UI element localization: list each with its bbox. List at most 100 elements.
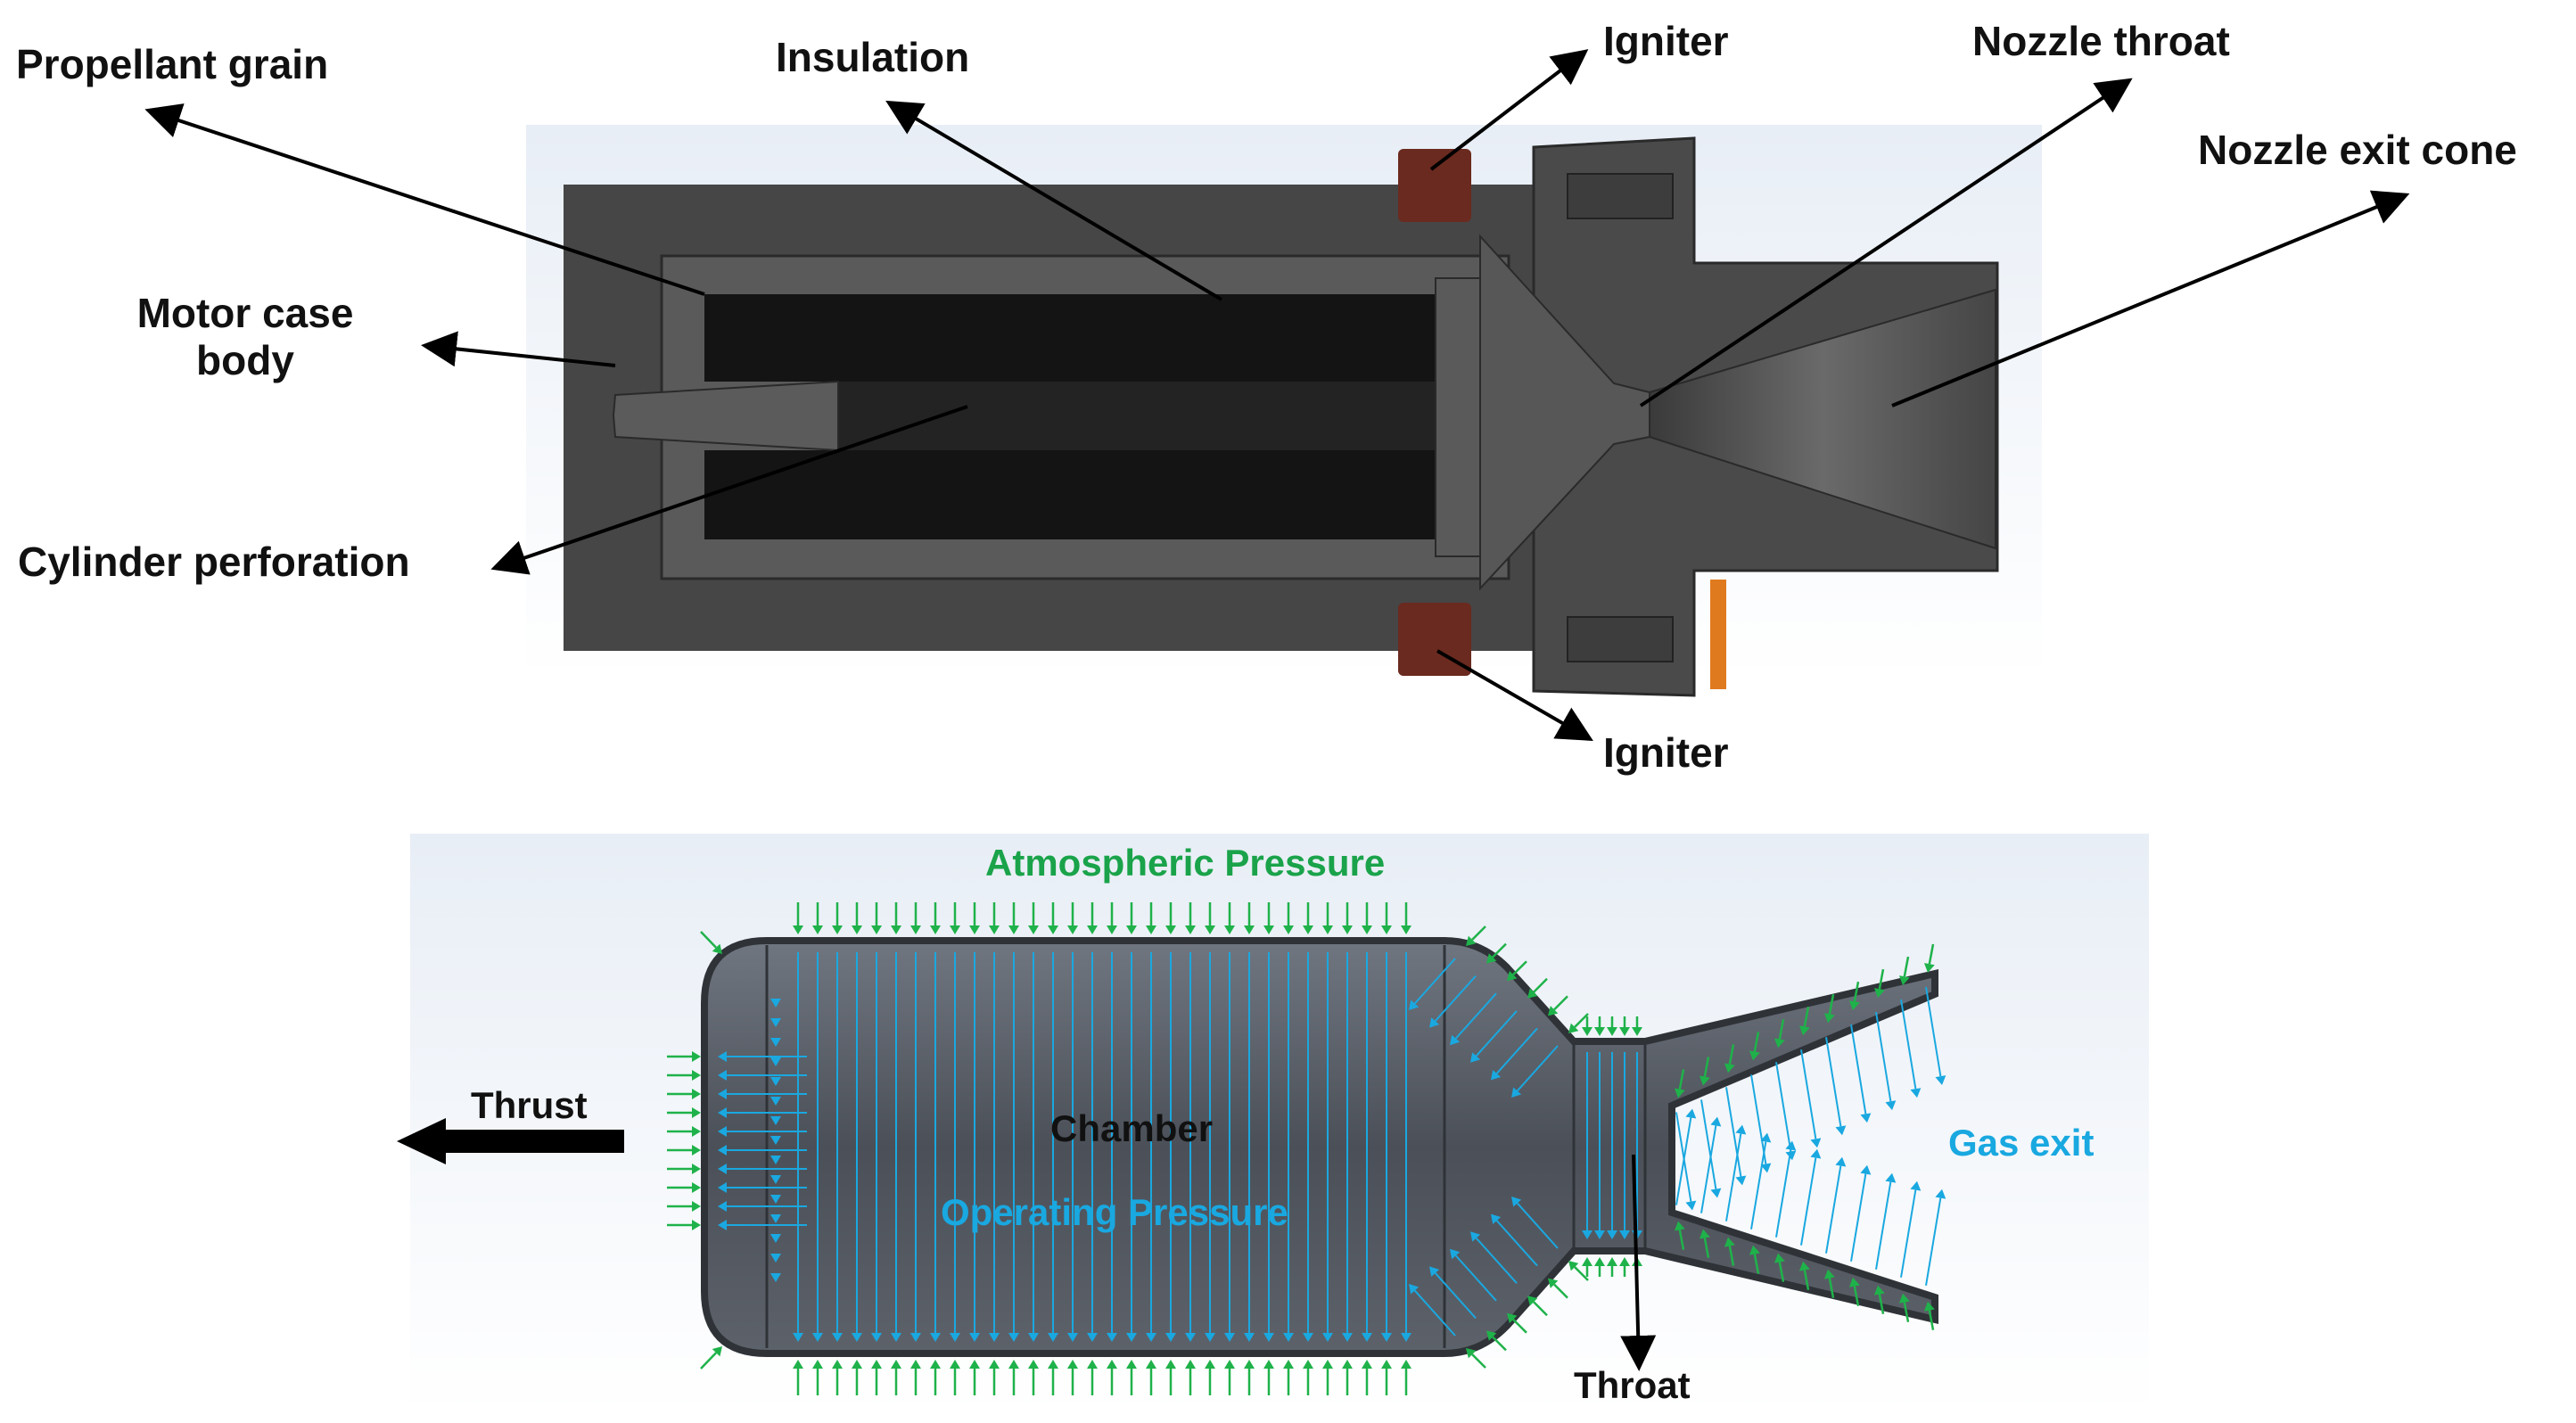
- pressure-arrow-head: [1685, 1200, 1697, 1211]
- pressure-arrow-head: [1785, 1150, 1797, 1161]
- pressure-arrow-head: [1835, 1125, 1847, 1136]
- pressure-arrow-head: [1205, 1360, 1215, 1369]
- pressure-arrow-head: [770, 1057, 781, 1066]
- pressure-arrow-line: [1750, 1141, 1767, 1230]
- atmospheric-pressure-arrows: [667, 902, 1935, 1395]
- pressure-arrow-head: [1048, 925, 1058, 934]
- pressure-arrow-head: [1527, 988, 1538, 999]
- pressure-arrow-line: [1492, 1336, 1507, 1352]
- pressure-arrow-line: [1800, 1157, 1817, 1246]
- pressure-arrow-head: [1107, 1333, 1117, 1342]
- pressure-arrow-head: [1860, 1113, 1872, 1123]
- pressure-arrow-head: [969, 1360, 980, 1369]
- label-motor-case-body-line1: Motor case: [136, 290, 354, 336]
- pressure-arrow-head: [1165, 925, 1176, 934]
- pressure-arrow-line: [1553, 1283, 1568, 1299]
- pressure-arrow-line: [1454, 1254, 1497, 1302]
- pressure-arrow-head: [852, 1360, 862, 1369]
- pressure-arrow-head: [969, 1333, 980, 1342]
- pressure-arrow-head: [770, 1156, 781, 1164]
- pressure-arrow-head: [852, 1333, 862, 1342]
- label-nozzle-exit-cone: Nozzle exit cone: [2198, 127, 2517, 173]
- pressure-arrow-line: [1725, 1133, 1742, 1221]
- pressure-arrow-line: [1850, 1024, 1867, 1115]
- operating-pressure-arrows: [718, 952, 1946, 1342]
- pressure-arrow-head: [1450, 1248, 1461, 1260]
- pressure-arrow-head: [1263, 1333, 1274, 1342]
- pressure-arrow-line: [1878, 1294, 1885, 1314]
- pressure-arrow-head: [1028, 1360, 1039, 1369]
- pressure-arrow-line: [1703, 1057, 1710, 1077]
- pressure-arrow-line: [1853, 981, 1860, 1002]
- pressure-arrow-head: [1244, 1360, 1255, 1369]
- pressure-arrow-head: [1342, 1333, 1353, 1342]
- label-propellant-grain: Propellant grain: [16, 41, 329, 87]
- pressure-arrow-head: [1303, 1333, 1313, 1342]
- pressure-arrow-head: [1568, 1023, 1579, 1033]
- pressure-arrow-line: [1850, 1173, 1867, 1262]
- pressure-arrow-head: [1873, 1285, 1885, 1296]
- pressure-arrow-head: [1810, 1138, 1822, 1148]
- pressure-arrow-head: [910, 925, 921, 934]
- pressure-arrow-line: [1825, 1165, 1842, 1254]
- pressure-arrow-head: [1507, 970, 1518, 982]
- pressure-arrow-head: [1873, 988, 1885, 999]
- pressure-arrow-line: [1703, 1238, 1710, 1258]
- pressure-arrow-head: [692, 1220, 701, 1230]
- pressure-arrow-head: [1067, 925, 1078, 934]
- label-motor-case-body: Motor case body: [98, 290, 392, 384]
- pressure-arrow-line: [1900, 999, 1917, 1090]
- pressure-arrow-line: [700, 1352, 717, 1370]
- pressure-arrow-head: [930, 925, 941, 934]
- pressure-arrow-head: [1008, 1333, 1019, 1342]
- label-operating-pressure: Operating Pressure: [941, 1191, 1288, 1233]
- pressure-arrow-head: [930, 1333, 941, 1342]
- pressure-arrow-head: [832, 1333, 843, 1342]
- pressure-arrow-head: [770, 1097, 781, 1106]
- pressure-arrow-head: [1450, 1034, 1461, 1046]
- pressure-arrow-head: [1798, 1261, 1810, 1271]
- pressure-arrow-head: [1582, 1230, 1593, 1239]
- pressure-arrow-head: [1165, 1333, 1176, 1342]
- pressure-arrow-line: [1853, 1286, 1860, 1306]
- pressure-arrow-head: [1619, 1257, 1630, 1266]
- pressure-arrow-head: [1835, 1156, 1847, 1167]
- pressure-arrow-head: [1619, 1230, 1630, 1239]
- pressure-arrow-head: [950, 1360, 960, 1369]
- pressure-arrow-head: [692, 1164, 701, 1174]
- pressure-arrow-head: [1749, 1050, 1760, 1061]
- pressure-arrow-head: [692, 1126, 701, 1137]
- pressure-arrow-line: [1753, 1254, 1760, 1274]
- pressure-arrow-head: [1224, 1360, 1235, 1369]
- igniter-top-block: [1398, 149, 1471, 222]
- pressure-arrow-head: [812, 1333, 823, 1342]
- pressure-arrow-head: [1429, 1017, 1440, 1028]
- pressure-arrow-head: [718, 1051, 727, 1062]
- pressure-arrow-head: [1146, 1333, 1156, 1342]
- pressure-arrow-head: [718, 1164, 727, 1174]
- pressure-arrow-head: [832, 925, 843, 934]
- nozzle-exit-cone: [1649, 288, 1996, 550]
- pressure-arrow-head: [718, 1201, 727, 1212]
- label-igniter-top: Igniter: [1603, 18, 1729, 64]
- pressure-arrow-head: [1607, 1027, 1617, 1036]
- pressure-arrow-head: [1107, 1360, 1117, 1369]
- pressure-arrow-head: [989, 1360, 1000, 1369]
- pressure-arrow-head: [1548, 1006, 1559, 1016]
- leader-nozzle-throat: [1639, 78, 2133, 407]
- pressure-arrow-line: [1413, 1289, 1456, 1337]
- pressure-arrow-line: [1903, 1302, 1910, 1322]
- pressure-arrow-line: [1775, 1149, 1792, 1238]
- pressure-arrow-head: [1185, 1360, 1196, 1369]
- pressure-arrow-head: [1146, 925, 1156, 934]
- pressure-arrow-head: [770, 1273, 781, 1282]
- leader-nozzle-exit-cone: [1891, 190, 2410, 407]
- pressure-arrow-head: [1760, 1163, 1772, 1173]
- pressure-arrow-head: [1401, 1360, 1411, 1369]
- pressure-arrow-line: [1471, 925, 1486, 941]
- pressure-arrow-line: [1750, 1074, 1767, 1164]
- pressure-arrow-head: [1699, 1229, 1710, 1239]
- pressure-arrow-line: [1574, 1266, 1589, 1281]
- pressure-arrow-head: [770, 999, 781, 1008]
- pressure-arrow-head: [1710, 1188, 1722, 1198]
